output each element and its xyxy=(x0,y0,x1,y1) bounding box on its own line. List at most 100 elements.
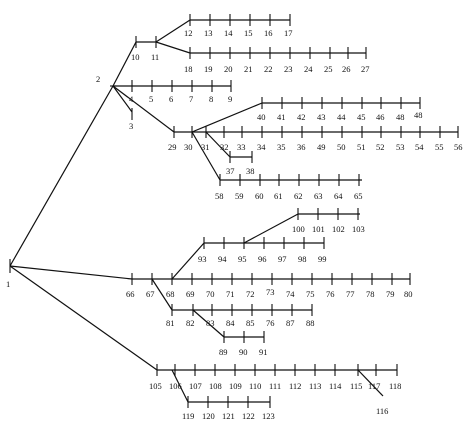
edge xyxy=(191,131,221,181)
node-label-46: 46 xyxy=(376,112,385,122)
node-label-80: 80 xyxy=(404,289,413,299)
node-label-111: 111 xyxy=(269,381,281,391)
node-label-75: 75 xyxy=(306,289,315,299)
node-label-17: 17 xyxy=(284,28,293,38)
node-label-78: 78 xyxy=(366,289,375,299)
edge xyxy=(9,265,158,371)
node-label-43: 43 xyxy=(317,112,326,122)
ticks xyxy=(131,14,459,408)
node-label-89: 89 xyxy=(219,347,228,357)
node-label-1: 1 xyxy=(6,279,10,289)
node-label-105: 105 xyxy=(149,381,162,391)
node-label-22: 22 xyxy=(264,64,273,74)
node-label-76b: 76 xyxy=(266,318,275,328)
node-label-20: 20 xyxy=(224,64,233,74)
node-label-7: 7 xyxy=(189,94,193,104)
node-label-122: 122 xyxy=(242,411,255,421)
node-label-113: 113 xyxy=(309,381,321,391)
edge xyxy=(112,41,137,87)
node-label-59: 59 xyxy=(235,191,244,201)
node-label-109: 109 xyxy=(229,381,242,391)
node-label-61: 61 xyxy=(274,191,283,201)
edge xyxy=(155,41,191,54)
node-label-54: 54 xyxy=(415,142,424,152)
node-label-106: 106 xyxy=(169,381,182,391)
edge xyxy=(192,309,225,338)
node-label-23: 23 xyxy=(284,64,293,74)
node-label-14: 14 xyxy=(224,28,233,38)
node-label-26: 26 xyxy=(342,64,351,74)
node-label-117: 117 xyxy=(368,381,380,391)
node-label-4: 4 xyxy=(129,94,134,104)
node-label-21: 21 xyxy=(244,64,253,74)
node-label-45: 45 xyxy=(357,112,366,122)
node-label-29: 29 xyxy=(168,142,177,152)
node-label-103: 103 xyxy=(352,224,365,234)
node-label-70: 70 xyxy=(206,289,215,299)
node-label-69: 69 xyxy=(186,289,195,299)
node-label-114: 114 xyxy=(329,381,342,391)
node-label-68: 68 xyxy=(166,289,175,299)
node-label-44: 44 xyxy=(337,112,346,122)
node-label-88: 88 xyxy=(306,318,315,328)
node-label-42: 42 xyxy=(297,112,306,122)
node-label-60: 60 xyxy=(255,191,264,201)
node-label-63: 63 xyxy=(314,191,323,201)
node-label-67: 67 xyxy=(146,289,155,299)
edge xyxy=(9,85,114,267)
node-label-30: 30 xyxy=(184,142,193,152)
node-label-51: 51 xyxy=(357,142,366,152)
node-label-8: 8 xyxy=(209,94,213,104)
node-label-49: 49 xyxy=(317,142,326,152)
edge xyxy=(243,213,299,244)
node-label-79: 79 xyxy=(386,289,395,299)
node-label-65: 65 xyxy=(354,191,363,201)
node-label-15: 15 xyxy=(244,28,253,38)
node-label-56: 56 xyxy=(454,142,463,152)
node-label-85: 85 xyxy=(246,318,255,328)
node-label-83: 83 xyxy=(206,318,215,328)
node-label-93: 93 xyxy=(198,254,207,264)
node-label-101: 101 xyxy=(312,224,325,234)
node-label-12: 12 xyxy=(184,28,193,38)
node-label-48b: 48 xyxy=(414,110,423,120)
node-label-73: 73 xyxy=(266,287,275,297)
edge xyxy=(171,242,205,280)
node-label-66: 66 xyxy=(126,289,135,299)
node-label-96: 96 xyxy=(258,254,267,264)
node-label-116: 116 xyxy=(376,406,388,416)
node-label-19: 19 xyxy=(204,64,213,74)
node-label-13: 13 xyxy=(204,28,213,38)
node-label-50: 50 xyxy=(337,142,346,152)
edge xyxy=(357,369,384,397)
edges xyxy=(9,19,458,403)
node-label-87: 87 xyxy=(286,318,295,328)
node-label-84: 84 xyxy=(226,318,235,328)
node-label-25: 25 xyxy=(324,64,333,74)
node-label-55: 55 xyxy=(435,142,444,152)
node-label-11: 11 xyxy=(151,52,159,62)
node-label-77: 77 xyxy=(346,289,355,299)
node-label-72: 72 xyxy=(246,289,255,299)
node-label-38: 38 xyxy=(246,166,255,176)
node-label-110: 110 xyxy=(249,381,261,391)
node-label-95: 95 xyxy=(238,254,247,264)
node-label-102: 102 xyxy=(332,224,345,234)
node-label-52: 52 xyxy=(376,142,385,152)
node-label-32: 32 xyxy=(220,142,229,152)
edge xyxy=(112,85,133,113)
node-label-123: 123 xyxy=(262,411,275,421)
node-label-24: 24 xyxy=(304,64,313,74)
node-label-58: 58 xyxy=(215,191,224,201)
node-label-112: 112 xyxy=(289,381,301,391)
node-label-115: 115 xyxy=(350,381,362,391)
node-label-91: 91 xyxy=(259,347,268,357)
node-label-27: 27 xyxy=(361,64,370,74)
edge xyxy=(112,85,175,133)
node-label-37: 37 xyxy=(226,166,235,176)
edge xyxy=(155,19,191,43)
labels: 1 2 3 4 5 6 7 8 9 10 11 12 13 14 15 16 1… xyxy=(6,28,463,421)
node-label-9: 9 xyxy=(228,94,232,104)
node-label-118: 118 xyxy=(389,381,401,391)
